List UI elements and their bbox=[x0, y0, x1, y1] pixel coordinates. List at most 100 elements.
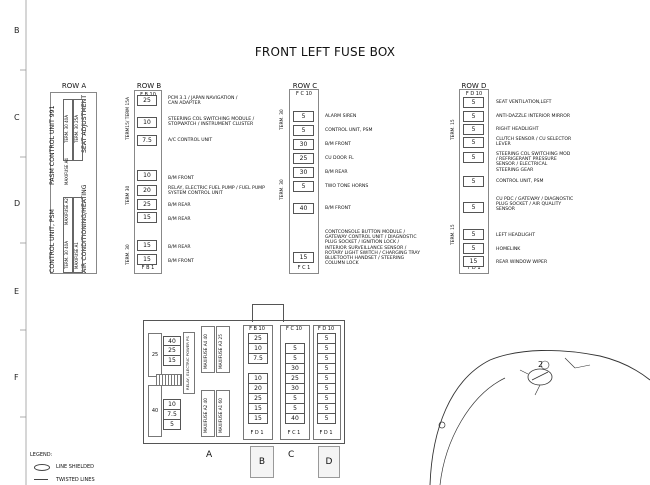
row-d-label-3: RIGHT HEADLIGHT bbox=[496, 127, 539, 132]
box-col-b bbox=[243, 325, 273, 440]
box-maxi-1 bbox=[201, 326, 215, 373]
box-col-d-fuse-9: 5 bbox=[317, 413, 336, 424]
row-d-label-6: CONTROL UNIT, PSM bbox=[496, 179, 544, 184]
legend-shield-icon bbox=[34, 464, 50, 471]
grid-letter-d: D bbox=[14, 199, 21, 208]
box-big-fuse-1: 25 bbox=[148, 333, 162, 377]
row-c-label-7: B/M FRONT bbox=[325, 206, 351, 211]
grid-letter-b: B bbox=[14, 26, 20, 35]
row-c-label-4: CU DOOR FL bbox=[325, 156, 354, 161]
row-a-relay-text-3: MAXIFUSE A4 bbox=[64, 158, 69, 185]
box-big-fuse-2: 40 bbox=[148, 385, 162, 437]
box-col-b-fuse-3: 7.5 bbox=[248, 353, 268, 364]
row-d-fuse-3: 5 bbox=[463, 124, 484, 135]
row-c-fuse-1: 5 bbox=[293, 111, 314, 122]
fuse-box-outline bbox=[143, 320, 345, 444]
box-col-c bbox=[280, 325, 310, 440]
row-a-label-psm: CONTROL UNIT, PSM bbox=[49, 209, 56, 273]
row-b-label-9: B/M FRONT bbox=[168, 259, 194, 264]
row-c-fuse-6: 5 bbox=[293, 181, 314, 192]
row-b-fuse-1: 25 bbox=[137, 95, 157, 106]
row-d-fuse-8: 5 bbox=[463, 229, 484, 240]
box-relay-connector bbox=[156, 374, 182, 386]
box-col-b-bottom: F D 1 bbox=[250, 430, 264, 436]
legend-title: LEGEND: bbox=[30, 452, 53, 458]
row-c-bottom-label: F C 1 bbox=[297, 265, 311, 271]
box-relay bbox=[183, 332, 195, 394]
box-letter-c: C bbox=[288, 450, 295, 460]
row-a-column: PASM CONTROL UNIT 991 SEAT ADJUSTMENT CO… bbox=[49, 92, 97, 274]
box-col-c-top: F C 10 bbox=[286, 326, 302, 332]
box-col-d-top: F D 10 bbox=[317, 326, 335, 332]
legend-twisted-icon bbox=[34, 479, 48, 480]
row-b-term-2: TERM 30 bbox=[126, 185, 131, 205]
box-maxi-label-3: MAXIFUSE A2 40 bbox=[203, 398, 208, 433]
row-c-label-6: TWO TONE HORNS bbox=[325, 184, 369, 189]
row-d-fuse-6: 5 bbox=[463, 176, 484, 187]
row-b-label-5: RELAY, ELECTRIC FUEL PUMP / FUEL PUMP SY… bbox=[168, 186, 265, 197]
row-d-bottom-label: F D 1 bbox=[467, 265, 481, 271]
row-d-fuse-10: 15 bbox=[463, 256, 484, 267]
row-b-label-2: STEERING COL SWITCHING MODULE / STOPWATC… bbox=[168, 117, 255, 128]
box-left-fuse-3: 15 bbox=[163, 355, 181, 366]
grid-letter-c: C bbox=[14, 113, 20, 122]
row-c-fuse-5: 30 bbox=[293, 167, 314, 178]
row-a-relay-text-6: MAXIFUSE A2 bbox=[64, 198, 69, 225]
row-a-header: ROW A bbox=[61, 82, 87, 90]
row-d-label-2: ANTI-DAZZLE INTERIOR MIRROR bbox=[496, 114, 571, 119]
row-b-label-7: B/M REAR bbox=[168, 217, 191, 222]
row-d-fuse-7: 5 bbox=[463, 202, 484, 213]
row-c-top-label: F C 10 bbox=[296, 91, 312, 97]
row-b-header: ROW B bbox=[136, 82, 162, 90]
box-left-fuse-6: 5 bbox=[163, 419, 181, 430]
legend-item-twisted: TWISTED LINES bbox=[56, 477, 95, 483]
row-c-fuse-8: 40 bbox=[293, 203, 314, 214]
row-a-relay-text-5: MAXIFUSE A1 bbox=[74, 242, 79, 269]
row-c-label-3: B/M FRONT bbox=[325, 142, 351, 147]
row-c-fuse-9: 15 bbox=[293, 252, 314, 263]
row-a-label-pasm: PASM CONTROL UNIT 991 bbox=[49, 105, 56, 185]
box-col-d bbox=[313, 325, 341, 440]
row-b-fuse-8: 15 bbox=[137, 240, 157, 251]
box-col-b-fuse-8: 15 bbox=[248, 413, 268, 424]
row-d-fuse-1: 5 bbox=[463, 97, 484, 108]
grid-letter-e: E bbox=[14, 287, 20, 296]
row-b-fuse-9: 15 bbox=[137, 254, 157, 265]
row-c-fuse-3: 30 bbox=[293, 139, 314, 150]
box-letter-a: A bbox=[206, 450, 213, 460]
car-callout-number: 2 bbox=[538, 360, 544, 369]
row-d-label-5: STEERING COL SWITCHING MOD / REFRIGERANT… bbox=[496, 152, 571, 173]
row-b-term-1: TERM15/ TERM 15A bbox=[126, 96, 131, 140]
row-b-term-3: TERM. 30 bbox=[126, 244, 131, 265]
row-a-relay-text-2: TERM. 30 25A bbox=[74, 115, 79, 143]
row-d-label-7: CU PDC / GATEWAY / DIAGNOSTIC PLUG SOCKE… bbox=[496, 197, 574, 213]
row-d-fuse-9: 5 bbox=[463, 243, 484, 254]
box-maxi-label-4: MAXIFUSE A1 60 bbox=[218, 398, 223, 433]
row-b-fuse-4: 10 bbox=[137, 170, 157, 181]
row-c-label-2: CONTROL UNIT, PSM bbox=[325, 128, 373, 133]
box-maxi-label-2: MAXIFUSE A3 25 bbox=[218, 334, 223, 369]
row-d-top-label: F D 10 bbox=[465, 91, 483, 97]
row-c-term-2: TERM. 30 bbox=[280, 179, 285, 200]
box-letter-b: B bbox=[250, 446, 274, 478]
row-c-fuse-2: 5 bbox=[293, 125, 314, 136]
row-a-relay-text-1: TERM. 30 40A bbox=[64, 115, 69, 143]
row-d-label-9: HOMELINK bbox=[496, 247, 521, 252]
row-c-term-1: TERM. 30 bbox=[280, 109, 285, 130]
row-b-bottom-label: F B 1 bbox=[141, 265, 155, 271]
box-maxi-3 bbox=[201, 390, 215, 437]
row-b-fuse-3: 7.5 bbox=[137, 135, 157, 146]
row-d-fuse-4: 5 bbox=[463, 137, 484, 148]
box-maxi-4 bbox=[216, 390, 230, 437]
box-col-c-fuse-8: 40 bbox=[285, 413, 305, 424]
row-b-label-6: B/M REAR bbox=[168, 203, 191, 208]
box-maxi-label-1: MAXIFUSE A4 40 bbox=[203, 334, 208, 369]
row-a-relay-3 bbox=[63, 197, 73, 273]
row-b-fuse-7: 15 bbox=[137, 212, 157, 223]
box-relay-label: RELAY, ELECTRIC POWER PS bbox=[185, 336, 190, 390]
row-c-header: ROW C bbox=[292, 82, 318, 90]
row-d-header: ROW D bbox=[461, 82, 487, 90]
row-d-term-1: TERM. 15 bbox=[451, 119, 456, 140]
box-letter-d: D bbox=[318, 446, 340, 478]
